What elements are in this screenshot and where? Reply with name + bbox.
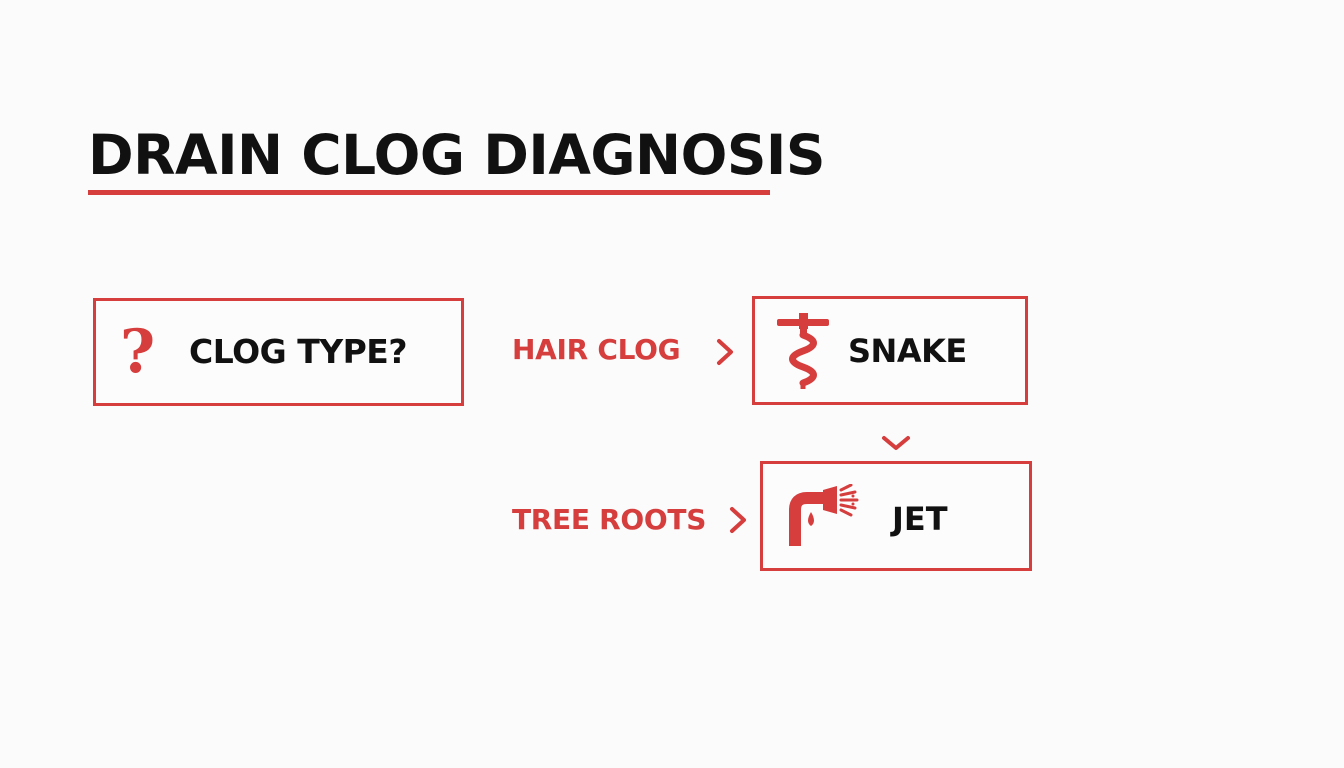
jet-box: JET (760, 461, 1032, 571)
chevron-right-icon (730, 507, 746, 533)
chevron-right-icon (717, 339, 733, 365)
chevron-down-icon (882, 436, 910, 450)
jet-label: JET (892, 500, 948, 538)
snake-box: SNAKE (752, 296, 1028, 405)
title-underline (88, 190, 770, 195)
water-jet-icon (789, 484, 859, 546)
branch-tree-roots: TREE ROOTS (512, 503, 706, 537)
tree-roots-label: TREE ROOTS (512, 503, 707, 536)
clog-type-box: ? CLOG TYPE? (93, 298, 464, 406)
hair-clog-label: HAIR CLOG (512, 333, 681, 366)
branch-hair-clog: HAIR CLOG (512, 333, 681, 367)
clog-type-label: CLOG TYPE? (189, 332, 407, 371)
drain-snake-icon (777, 313, 829, 389)
diagram-title: DRAIN CLOG DIAGNOSIS (88, 123, 826, 187)
question-mark-icon: ? (120, 317, 156, 387)
snake-label: SNAKE (848, 332, 967, 370)
